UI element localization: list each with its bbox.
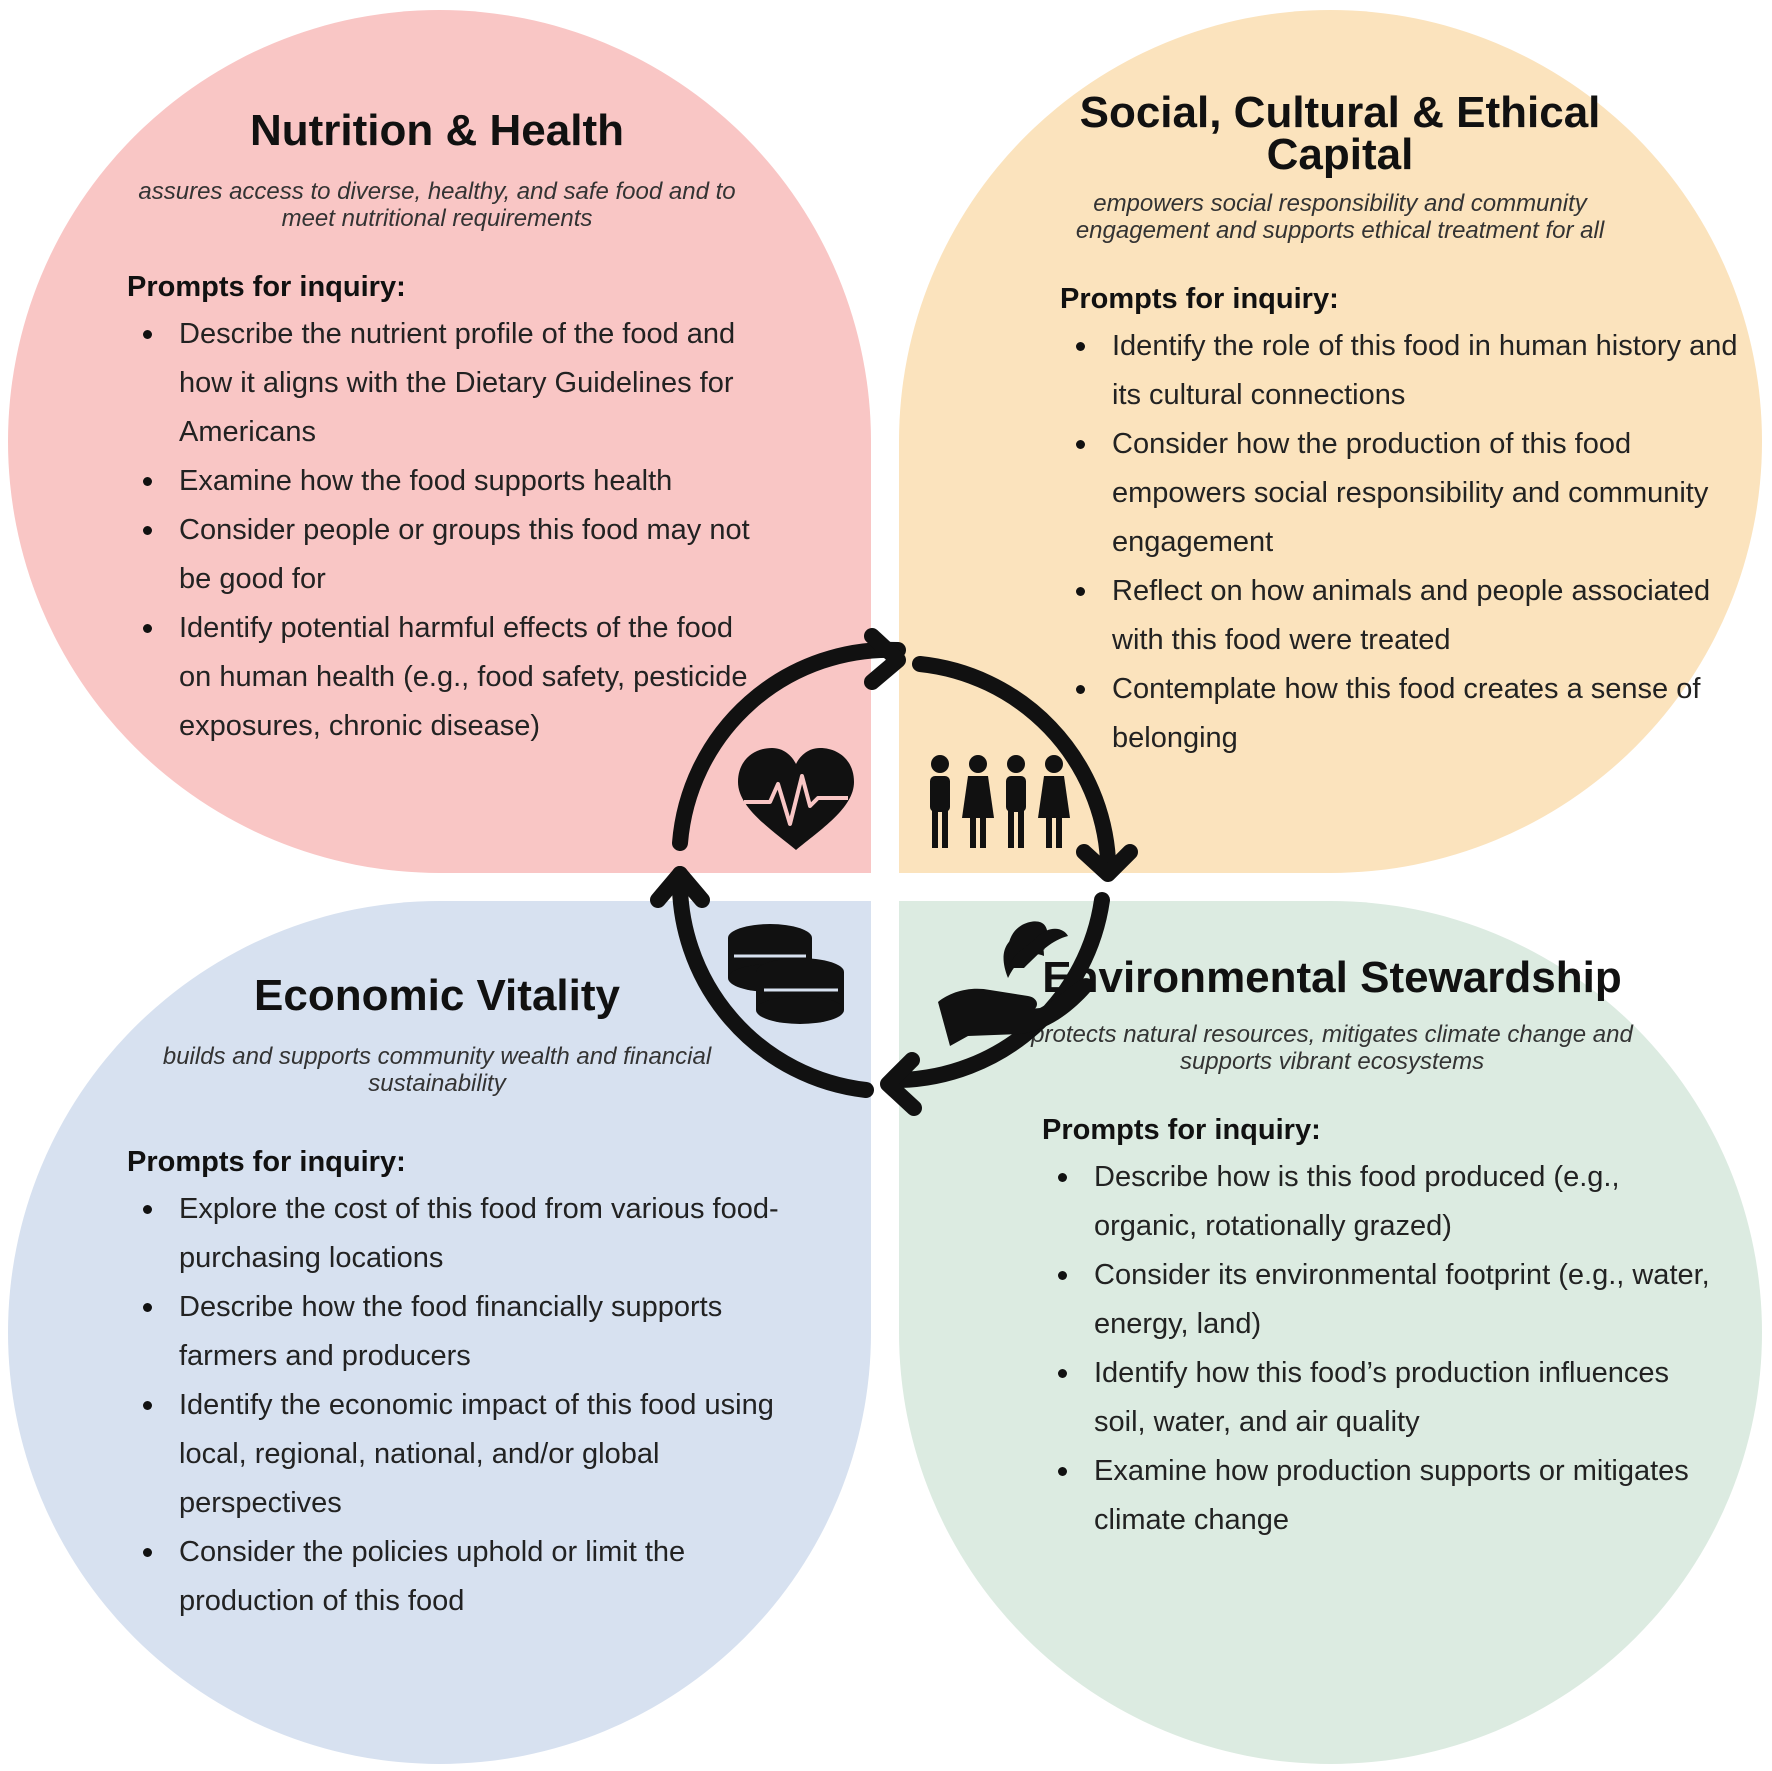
economic-vitality-subtitle: builds and supports community wealth and… (162, 1043, 712, 1097)
nutrition-prompts-label: Prompts for inquiry: (127, 271, 406, 303)
environmental-stewardship-title: Environmental Stewardship (1042, 953, 1622, 1002)
social-cultural-title: Social, Cultural & Ethical Capital (1079, 88, 1601, 179)
nutrition-health-title: Nutrition & Health (250, 106, 624, 155)
environmental-stewardship-subtitle: protects natural resources, mitigates cl… (1031, 1021, 1633, 1075)
nutrition-prompt-list: Describe the nutrient profile of the foo… (127, 310, 767, 751)
economic-vitality-panel: Economic Vitality builds and supports co… (127, 971, 787, 1626)
nutrition-health-subtitle: assures access to diverse, healthy, and … (138, 178, 736, 232)
nutrition-health-panel: Nutrition & Health assures access to div… (127, 106, 767, 751)
list-item: Consider the policies uphold or limit th… (127, 1528, 787, 1626)
economic-prompts-label: Prompts for inquiry: (127, 1146, 406, 1178)
social-cultural-panel: Social, Cultural & Ethical Capital empow… (1060, 88, 1740, 763)
list-item: Identify the role of this food in human … (1060, 322, 1740, 420)
list-item: Consider people or groups this food may … (127, 506, 767, 604)
list-item: Examine how the food supports health (127, 457, 767, 506)
social-prompt-list: Identify the role of this food in human … (1060, 322, 1740, 763)
list-item: Consider its environmental footprint (e.… (1042, 1251, 1722, 1349)
list-item: Identify how this food’s production infl… (1042, 1349, 1722, 1447)
list-item: Explore the cost of this food from vario… (127, 1185, 787, 1283)
economic-vitality-title: Economic Vitality (254, 971, 620, 1020)
list-item: Contemplate how this food creates a sens… (1060, 665, 1740, 763)
economic-prompt-list: Explore the cost of this food from vario… (127, 1185, 787, 1626)
list-item: Identify potential harmful effects of th… (127, 604, 767, 751)
list-item: Reflect on how animals and people associ… (1060, 567, 1740, 665)
list-item: Consider how the production of this food… (1060, 420, 1740, 567)
social-cultural-subtitle: empowers social responsibility and commu… (1075, 190, 1605, 244)
social-prompts-label: Prompts for inquiry: (1060, 283, 1339, 315)
list-item: Describe how is this food produced (e.g.… (1042, 1153, 1722, 1251)
list-item: Describe how the food financially suppor… (127, 1283, 787, 1381)
environmental-stewardship-panel: Environmental Stewardship protects natur… (1031, 953, 1722, 1545)
list-item: Identify the economic impact of this foo… (127, 1381, 787, 1528)
list-item: Examine how production supports or mitig… (1042, 1447, 1722, 1545)
environmental-prompts-label: Prompts for inquiry: (1042, 1114, 1321, 1146)
list-item: Describe the nutrient profile of the foo… (127, 310, 767, 457)
environmental-prompt-list: Describe how is this food produced (e.g.… (1042, 1153, 1722, 1545)
